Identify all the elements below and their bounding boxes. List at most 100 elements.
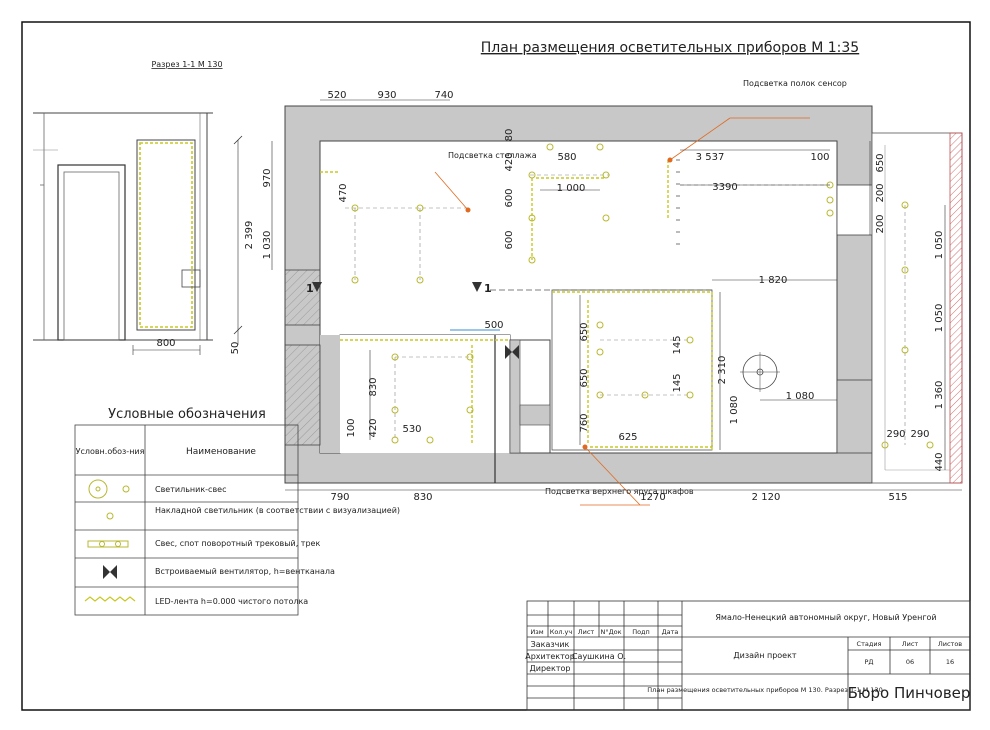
section-dim-height: 2 399 [244, 221, 255, 250]
svg-text:Листов: Листов [938, 640, 962, 648]
svg-text:420: 420 [368, 418, 379, 437]
legend-title: Условные обозначения [108, 407, 266, 422]
section-marker-right [472, 282, 482, 292]
svg-text:Лист: Лист [902, 640, 919, 648]
fan-symbol [505, 345, 512, 359]
svg-text:970: 970 [262, 168, 273, 187]
title-block [526, 600, 971, 711]
legend-col-symbol: Условн.обоз-ния [76, 447, 145, 456]
callout-rack-lighting: Подсветка стеллажа [448, 151, 537, 160]
track-spot-icon [87, 540, 129, 548]
svg-text:470: 470 [338, 183, 349, 202]
legend-row-1: Накладной светильник (в соответствии с в… [155, 506, 400, 515]
svg-text:1 050: 1 050 [934, 231, 945, 260]
svg-text:290: 290 [910, 429, 929, 440]
svg-text:РД: РД [865, 658, 874, 666]
balcony [871, 132, 963, 484]
callout-upper-cabinets: Подсветка верхнего яруса шкафов [545, 487, 694, 496]
legend: Условные обозначения Условн.обоз-ния Наи… [74, 407, 400, 616]
svg-text:1 080: 1 080 [786, 391, 815, 402]
svg-text:1 080: 1 080 [729, 396, 740, 425]
surface-lamp-icon [106, 512, 114, 520]
section-led-strip [139, 142, 193, 328]
svg-text:Заказчик: Заказчик [531, 640, 570, 649]
svg-text:N°Док: N°Док [600, 628, 621, 636]
svg-text:650: 650 [875, 153, 886, 172]
led-strip-icon [84, 596, 136, 602]
svg-text:580: 580 [557, 152, 576, 163]
svg-text:Кол.уч: Кол.уч [550, 628, 573, 636]
svg-text:1 360: 1 360 [934, 381, 945, 410]
svg-text:145: 145 [672, 335, 683, 354]
svg-text:500: 500 [484, 320, 503, 331]
floor-plan: 1 1 [284, 79, 963, 506]
drawing-title: План размещения осветительных приборов М… [481, 40, 859, 56]
dimension-texts: 520 930 740 970 1 030 80 420 580 3 537 1… [262, 90, 945, 503]
svg-text:Саушкина О.: Саушкина О. [572, 652, 626, 661]
section-view: 2 399 50 800 [33, 112, 255, 355]
section-title: Разрез 1-1 М 130 [151, 60, 222, 69]
section-marker-left-label: 1 [306, 282, 314, 295]
svg-text:515: 515 [888, 492, 907, 503]
svg-text:420: 420 [504, 152, 515, 171]
svg-text:80: 80 [504, 129, 515, 142]
svg-text:520: 520 [327, 90, 346, 101]
svg-text:1270: 1270 [640, 492, 665, 503]
svg-text:830: 830 [413, 492, 432, 503]
svg-text:1 030: 1 030 [262, 231, 273, 260]
svg-text:Изм: Изм [530, 628, 543, 636]
svg-text:625: 625 [618, 432, 637, 443]
title-block-sheet-title: План размещения осветительных приборов М… [647, 686, 882, 694]
legend-row-2: Свес, спот поворотный трековый, трек [155, 539, 320, 548]
sheet-frame [21, 21, 971, 711]
firm-name: Бюро Пинчовер [848, 684, 971, 702]
svg-text:3390: 3390 [712, 182, 737, 193]
svg-text:100: 100 [346, 418, 357, 437]
svg-text:1 050: 1 050 [934, 304, 945, 333]
svg-text:16: 16 [946, 658, 954, 666]
svg-text:Стадия: Стадия [857, 640, 882, 648]
svg-text:3 537: 3 537 [696, 152, 725, 163]
svg-text:200: 200 [875, 214, 886, 233]
title-block-text: Изм Кол.уч Лист N°Док Подп Дата Заказчик… [525, 613, 970, 702]
svg-text:650: 650 [579, 368, 590, 387]
legend-row-3: Встроиваемый вентилятор, h=вентканала [155, 567, 335, 576]
legend-col-name: Наименование [186, 447, 256, 457]
svg-text:650: 650 [579, 322, 590, 341]
svg-text:Дизайн проект: Дизайн проект [733, 651, 797, 660]
svg-text:290: 290 [886, 429, 905, 440]
section-marker-right-label: 1 [484, 282, 492, 295]
fan-icon [103, 565, 117, 579]
svg-text:1 000: 1 000 [557, 183, 586, 194]
svg-text:790: 790 [330, 492, 349, 503]
svg-text:06: 06 [906, 658, 914, 666]
wardrobe-outline [551, 289, 713, 451]
svg-text:Подп: Подп [632, 628, 650, 636]
svg-text:1 820: 1 820 [759, 275, 788, 286]
svg-text:2 310: 2 310 [717, 356, 728, 385]
svg-text:830: 830 [368, 377, 379, 396]
svg-text:145: 145 [672, 373, 683, 392]
svg-text:600: 600 [504, 230, 515, 249]
svg-text:930: 930 [377, 90, 396, 101]
svg-text:600: 600 [504, 188, 515, 207]
led-strips [320, 160, 713, 450]
svg-text:200: 200 [875, 183, 886, 202]
callout-shelf-lighting: Подсветка полок сенсор [743, 79, 847, 88]
section-dim-width: 800 [156, 338, 175, 349]
pendant-lamp-icon [88, 479, 130, 499]
legend-row-4: LED-лента h=0.000 чистого потолка [155, 597, 308, 606]
svg-text:Ямало-Ненецкий автономный окру: Ямало-Ненецкий автономный округ, Новый У… [715, 613, 936, 622]
svg-text:760: 760 [579, 413, 590, 432]
svg-text:530: 530 [402, 424, 421, 435]
svg-text:Директор: Директор [530, 664, 571, 673]
svg-text:Архитектор: Архитектор [525, 652, 575, 661]
section-dim-small: 50 [230, 342, 241, 355]
legend-row-0: Светильник-свес [155, 485, 227, 494]
light-fixtures [351, 143, 934, 449]
svg-text:100: 100 [810, 152, 829, 163]
svg-text:Лист: Лист [578, 628, 595, 636]
svg-text:740: 740 [434, 90, 453, 101]
svg-text:2 120: 2 120 [752, 492, 781, 503]
